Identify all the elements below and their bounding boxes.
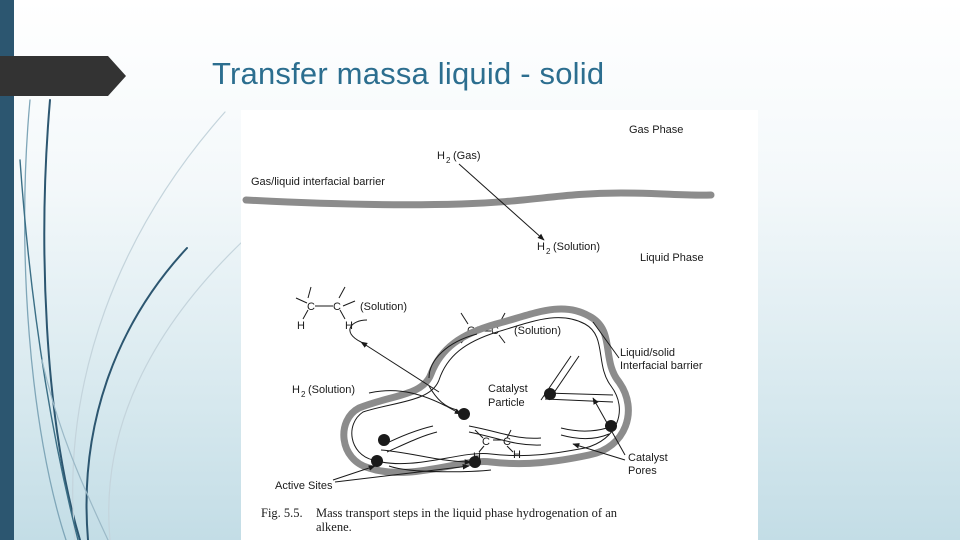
- alkane-carbon-2: C: [333, 301, 341, 313]
- figure-caption-line-1: Mass transport steps in the liquid phase…: [316, 506, 618, 520]
- figure-caption-number: Fig. 5.5.: [261, 506, 303, 520]
- adsorbed-molecule: [474, 429, 514, 453]
- alkane-product-molecule: [295, 286, 356, 320]
- h2-solution-left-label: H 2 (Solution): [292, 384, 355, 399]
- alkane-hydrogen-2: H: [345, 320, 353, 332]
- svg-text:(Gas): (Gas): [453, 150, 481, 162]
- active-sites-label: Active Sites: [275, 480, 333, 492]
- adsorbed-hydrogen-2: H: [513, 449, 521, 461]
- adsorbed-hydrogen-1: H: [473, 451, 481, 463]
- svg-text:H: H: [292, 384, 300, 396]
- alkane-carbon-1: C: [307, 301, 315, 313]
- active-sites-pointer-1: [332, 465, 376, 481]
- h2-solution-label: H 2 (Solution): [537, 241, 600, 256]
- transport-arrows: [349, 319, 492, 473]
- svg-text:2: 2: [546, 247, 551, 256]
- catalyst-particle-label-1: Catalyst: [488, 383, 528, 395]
- catalyst-pores-label-2: Pores: [628, 465, 657, 477]
- gas-liquid-barrier-label: Gas/liquid interfacial barrier: [251, 176, 385, 188]
- liquid-solid-barrier: [340, 305, 632, 476]
- catalyst-pores-pointer-2: [572, 443, 626, 461]
- alkane-solution-label: (Solution): [360, 301, 407, 313]
- mass-transport-diagram: Gas Phase H 2 (Gas) Gas/liquid interfaci…: [242, 124, 715, 534]
- h2-diffusion-arrow: [458, 163, 545, 241]
- liquid-solid-barrier-pointer: [592, 321, 620, 359]
- catalyst-particle-label-2: Particle: [488, 397, 525, 409]
- liquid-solid-barrier-label-1: Liquid/solid: [620, 347, 675, 359]
- figure-panel: Gas Phase H 2 (Gas) Gas/liquid interfaci…: [241, 110, 758, 540]
- decorative-curves: [19, 99, 245, 540]
- svg-text:(Solution): (Solution): [553, 241, 600, 253]
- alkene-carbon-2: C: [491, 325, 499, 337]
- active-sites-pointer-2: [334, 463, 470, 483]
- adsorbed-carbon-2: C: [503, 436, 511, 448]
- liquid-phase-label: Liquid Phase: [640, 252, 704, 264]
- catalyst-pores-label-1: Catalyst: [628, 452, 668, 464]
- title-marker-tab: [0, 56, 126, 96]
- catalyst-pores-pointer-1: [592, 397, 626, 456]
- alkene-solution-label: (Solution): [514, 325, 561, 337]
- catalyst-particle-outline: [351, 317, 620, 465]
- left-accent-bar: [0, 0, 14, 540]
- liquid-solid-barrier-label-2: Interfacial barrier: [620, 360, 703, 372]
- h2-gas-label: H 2 (Gas): [437, 150, 481, 165]
- svg-text:H: H: [537, 241, 545, 253]
- figure-caption-line-2: alkene.: [316, 520, 352, 534]
- svg-text:2: 2: [301, 390, 306, 399]
- svg-text:H: H: [437, 150, 445, 162]
- svg-text:(Solution): (Solution): [308, 384, 355, 396]
- alkane-hydrogen-1: H: [297, 320, 305, 332]
- adsorbed-carbon-1: C: [482, 436, 490, 448]
- gas-liquid-barrier-band: [242, 189, 715, 209]
- svg-text:2: 2: [446, 156, 451, 165]
- slide-title: Transfer massa liquid - solid: [212, 56, 605, 91]
- gas-phase-label: Gas Phase: [629, 124, 683, 136]
